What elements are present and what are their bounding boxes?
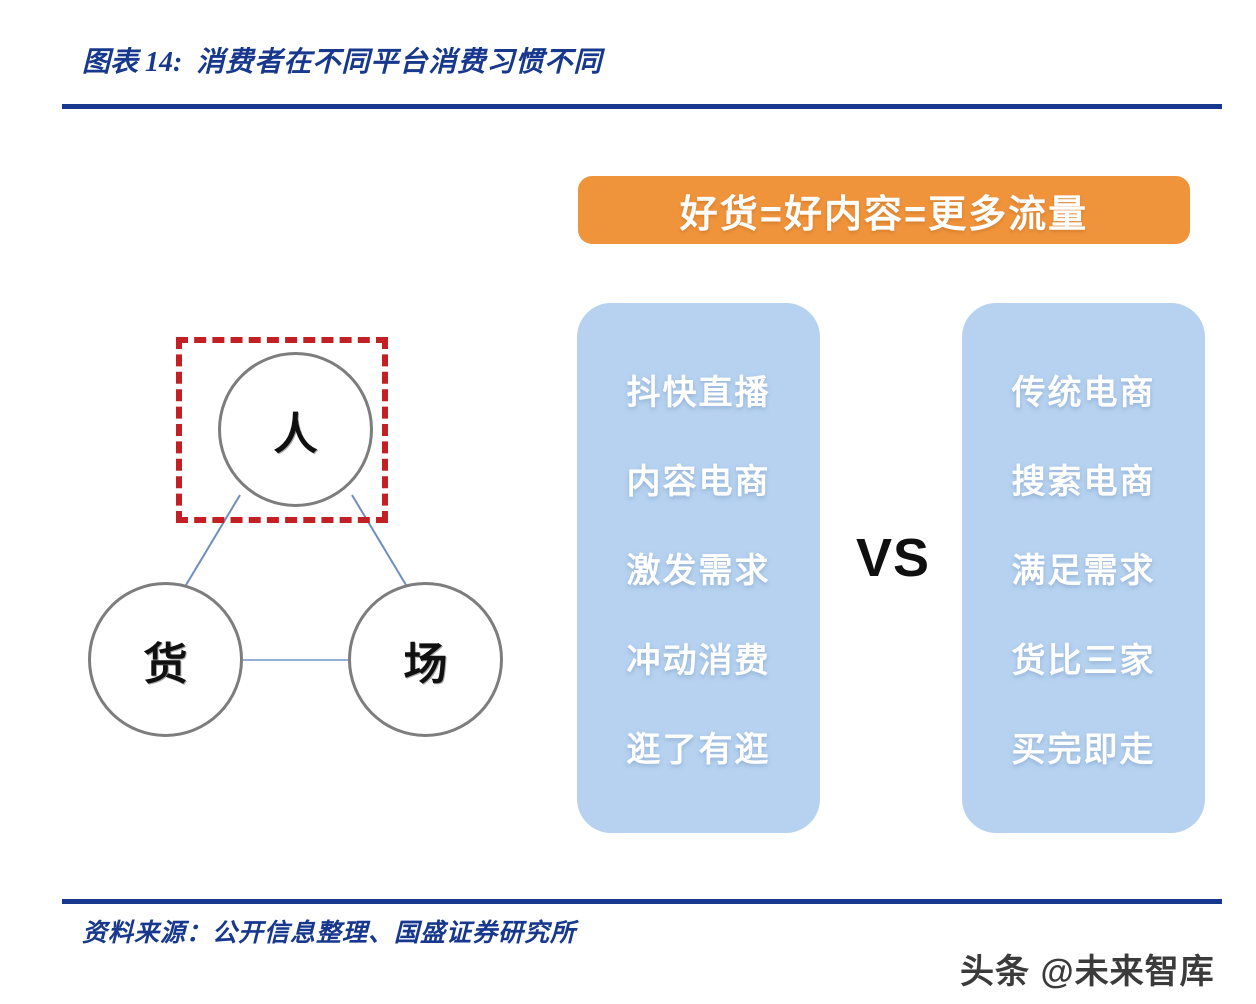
list-item: 货比三家: [1011, 641, 1156, 680]
list-item: 激发需求: [626, 552, 771, 591]
edge-person-place: [351, 494, 413, 596]
node-place-label: 场: [403, 639, 448, 689]
list-item: 冲动消费: [626, 641, 771, 680]
footer-divider: [62, 899, 1222, 904]
node-person: 人: [218, 352, 373, 507]
list-item: 满足需求: [1011, 552, 1156, 591]
diagram-edges: [179, 494, 413, 661]
watermark: 头条 @未来智库: [960, 953, 1215, 991]
node-person-label: 人: [273, 409, 318, 459]
figure-title-text: 消费者在不同平台消费习惯不同: [196, 47, 603, 78]
edge-person-goods: [179, 494, 241, 596]
list-item: 买完即走: [1011, 730, 1156, 769]
node-goods: 货: [88, 582, 243, 737]
list-item: 传统电商: [1011, 374, 1156, 413]
headline-banner-text: 好货=好内容=更多流量: [679, 193, 1089, 236]
list-item: 抖快直播: [626, 374, 771, 413]
node-goods-label: 货: [143, 639, 188, 689]
list-item: 搜索电商: [1011, 463, 1156, 502]
highlight-dashed-box: [176, 337, 388, 523]
node-place: 场: [348, 582, 503, 737]
triangle-diagram: 人 货 场: [70, 310, 540, 750]
comparison-panel-right: 传统电商 搜索电商 满足需求 货比三家 买完即走: [962, 303, 1205, 833]
figure-label: 图表 14:: [82, 47, 183, 78]
list-item: 内容电商: [626, 463, 771, 502]
header-divider: [62, 104, 1222, 109]
headline-banner: 好货=好内容=更多流量: [578, 176, 1190, 244]
page-title: 图表 14: 消费者在不同平台消费习惯不同: [82, 40, 602, 80]
vs-label: VS: [855, 528, 931, 588]
source-note: 资料来源：公开信息整理、国盛证券研究所: [82, 920, 577, 947]
list-item: 逛了有逛: [626, 730, 771, 769]
comparison-panel-left: 抖快直播 内容电商 激发需求 冲动消费 逛了有逛: [577, 303, 820, 833]
